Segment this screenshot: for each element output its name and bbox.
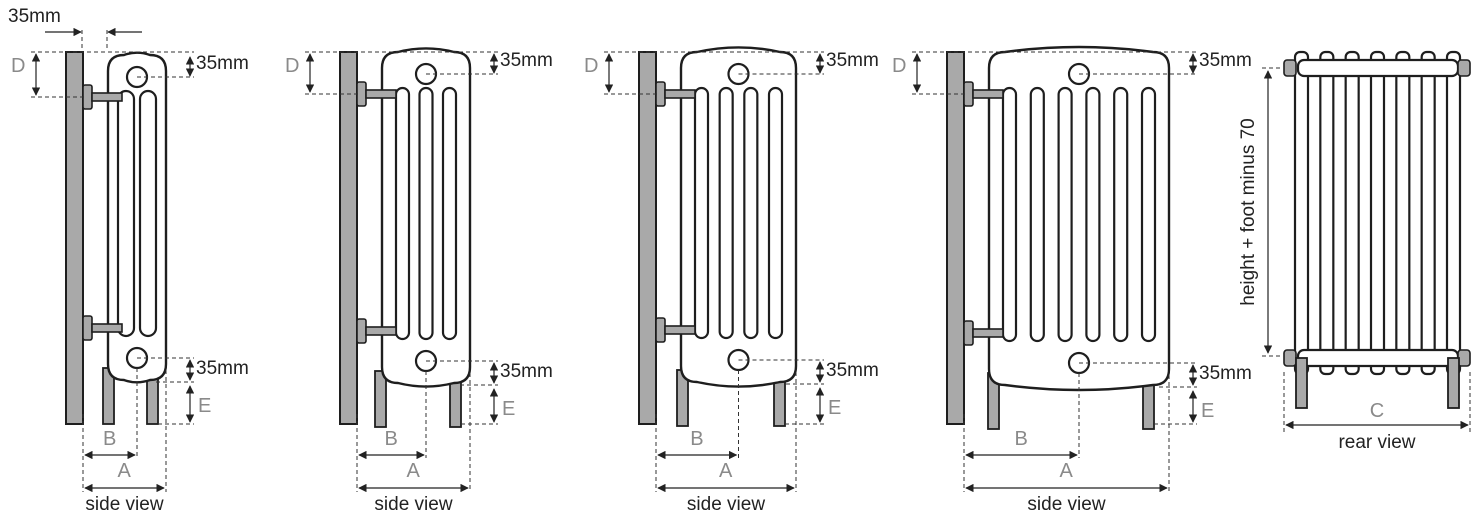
side-view-caption: side view [374,494,452,515]
height-foot-note: height + foot minus 70 [1238,118,1259,306]
dimension-d-label: D [892,55,906,77]
bracket-arm [972,89,1004,99]
column-flute [394,86,411,341]
dimension-a-label: A [719,460,733,482]
rear-foot [1295,357,1308,409]
column-flute [418,86,434,341]
bracket-arm [91,92,123,102]
column-flute [718,86,734,340]
dimension-d-label: D [584,55,598,77]
bracket-arm [664,325,696,335]
end-plug [1283,59,1297,77]
top-35mm-label: 35mm [1199,50,1252,71]
dimension-b-label: B [690,428,703,450]
bracket-arm [365,326,397,336]
column-flute [743,86,759,340]
bottom-35mm-label: 35mm [196,358,249,379]
dimension-e-label: E [198,395,211,417]
top-header [1296,58,1460,78]
bottom-35mm-label: 35mm [500,361,553,382]
column-flute [1140,86,1157,343]
column-flute [116,89,136,338]
column-flute [693,86,710,340]
dimension-b-label: B [1015,428,1028,450]
column-flute [1085,86,1101,343]
end-plug [1457,59,1471,77]
radiator-body [106,51,168,384]
column-flute [1029,86,1045,343]
dimension-a-label: A [407,460,421,482]
foot [374,370,387,428]
dimension-e-label: E [502,398,515,420]
bracket-arm [365,89,397,99]
wall [65,51,84,425]
bracket-arm [972,328,1004,338]
wall-offset-annotation: 35mm [8,6,142,48]
bracket-plate [356,318,367,344]
top-35mm-label: 35mm [826,50,879,71]
dimension-e-label: E [1201,400,1214,422]
bracket-plate [963,320,974,346]
rear-section [1293,50,1310,376]
dimension-d-label: D [11,55,25,77]
bracket-plate [82,315,93,341]
side-view-caption: side view [687,494,765,515]
column-flute [138,89,158,338]
dimension-d-label: D [285,55,299,77]
column-flute [1001,86,1018,343]
wall [339,51,358,425]
bracket-plate [356,81,367,107]
bracket-arm [91,323,123,333]
dimension-a-label: A [118,460,132,482]
top-35mm-label: 35mm [500,50,553,71]
side-view-caption: side view [85,494,163,515]
rear-section [1420,50,1436,376]
rear-section [1369,50,1386,376]
rear-section [1445,50,1462,376]
wall [638,51,657,425]
top-35mm-label: 35mm [196,53,249,74]
bracket-plate [963,81,974,107]
rear-view-caption: rear view [1338,432,1415,453]
bottom-header [1296,348,1460,368]
dimension-e-label: E [828,397,841,419]
wall [946,51,965,425]
column-flute [1113,86,1129,343]
rear-foot [1447,357,1460,409]
rear-section [1395,50,1411,376]
bottom-35mm-label: 35mm [1199,363,1252,384]
column-flute [767,86,784,340]
rear-section [1344,50,1360,376]
end-plug [1283,349,1297,367]
dimension-a-label: A [1060,460,1074,482]
side-view-caption: side view [1027,494,1105,515]
bottom-35mm-label: 35mm [826,360,879,381]
dimension-c-label: C [1370,400,1384,422]
dimension-b-label: B [103,428,116,450]
column-flute [441,86,458,341]
bracket-plate [82,84,93,110]
column-flute [1057,86,1073,343]
bracket-arm [664,89,696,99]
dimension-b-label: B [385,428,398,450]
wall-offset-label: 35mm [8,6,61,27]
bracket-plate [655,81,666,107]
rear-section [1319,50,1335,376]
bracket-plate [655,317,666,343]
